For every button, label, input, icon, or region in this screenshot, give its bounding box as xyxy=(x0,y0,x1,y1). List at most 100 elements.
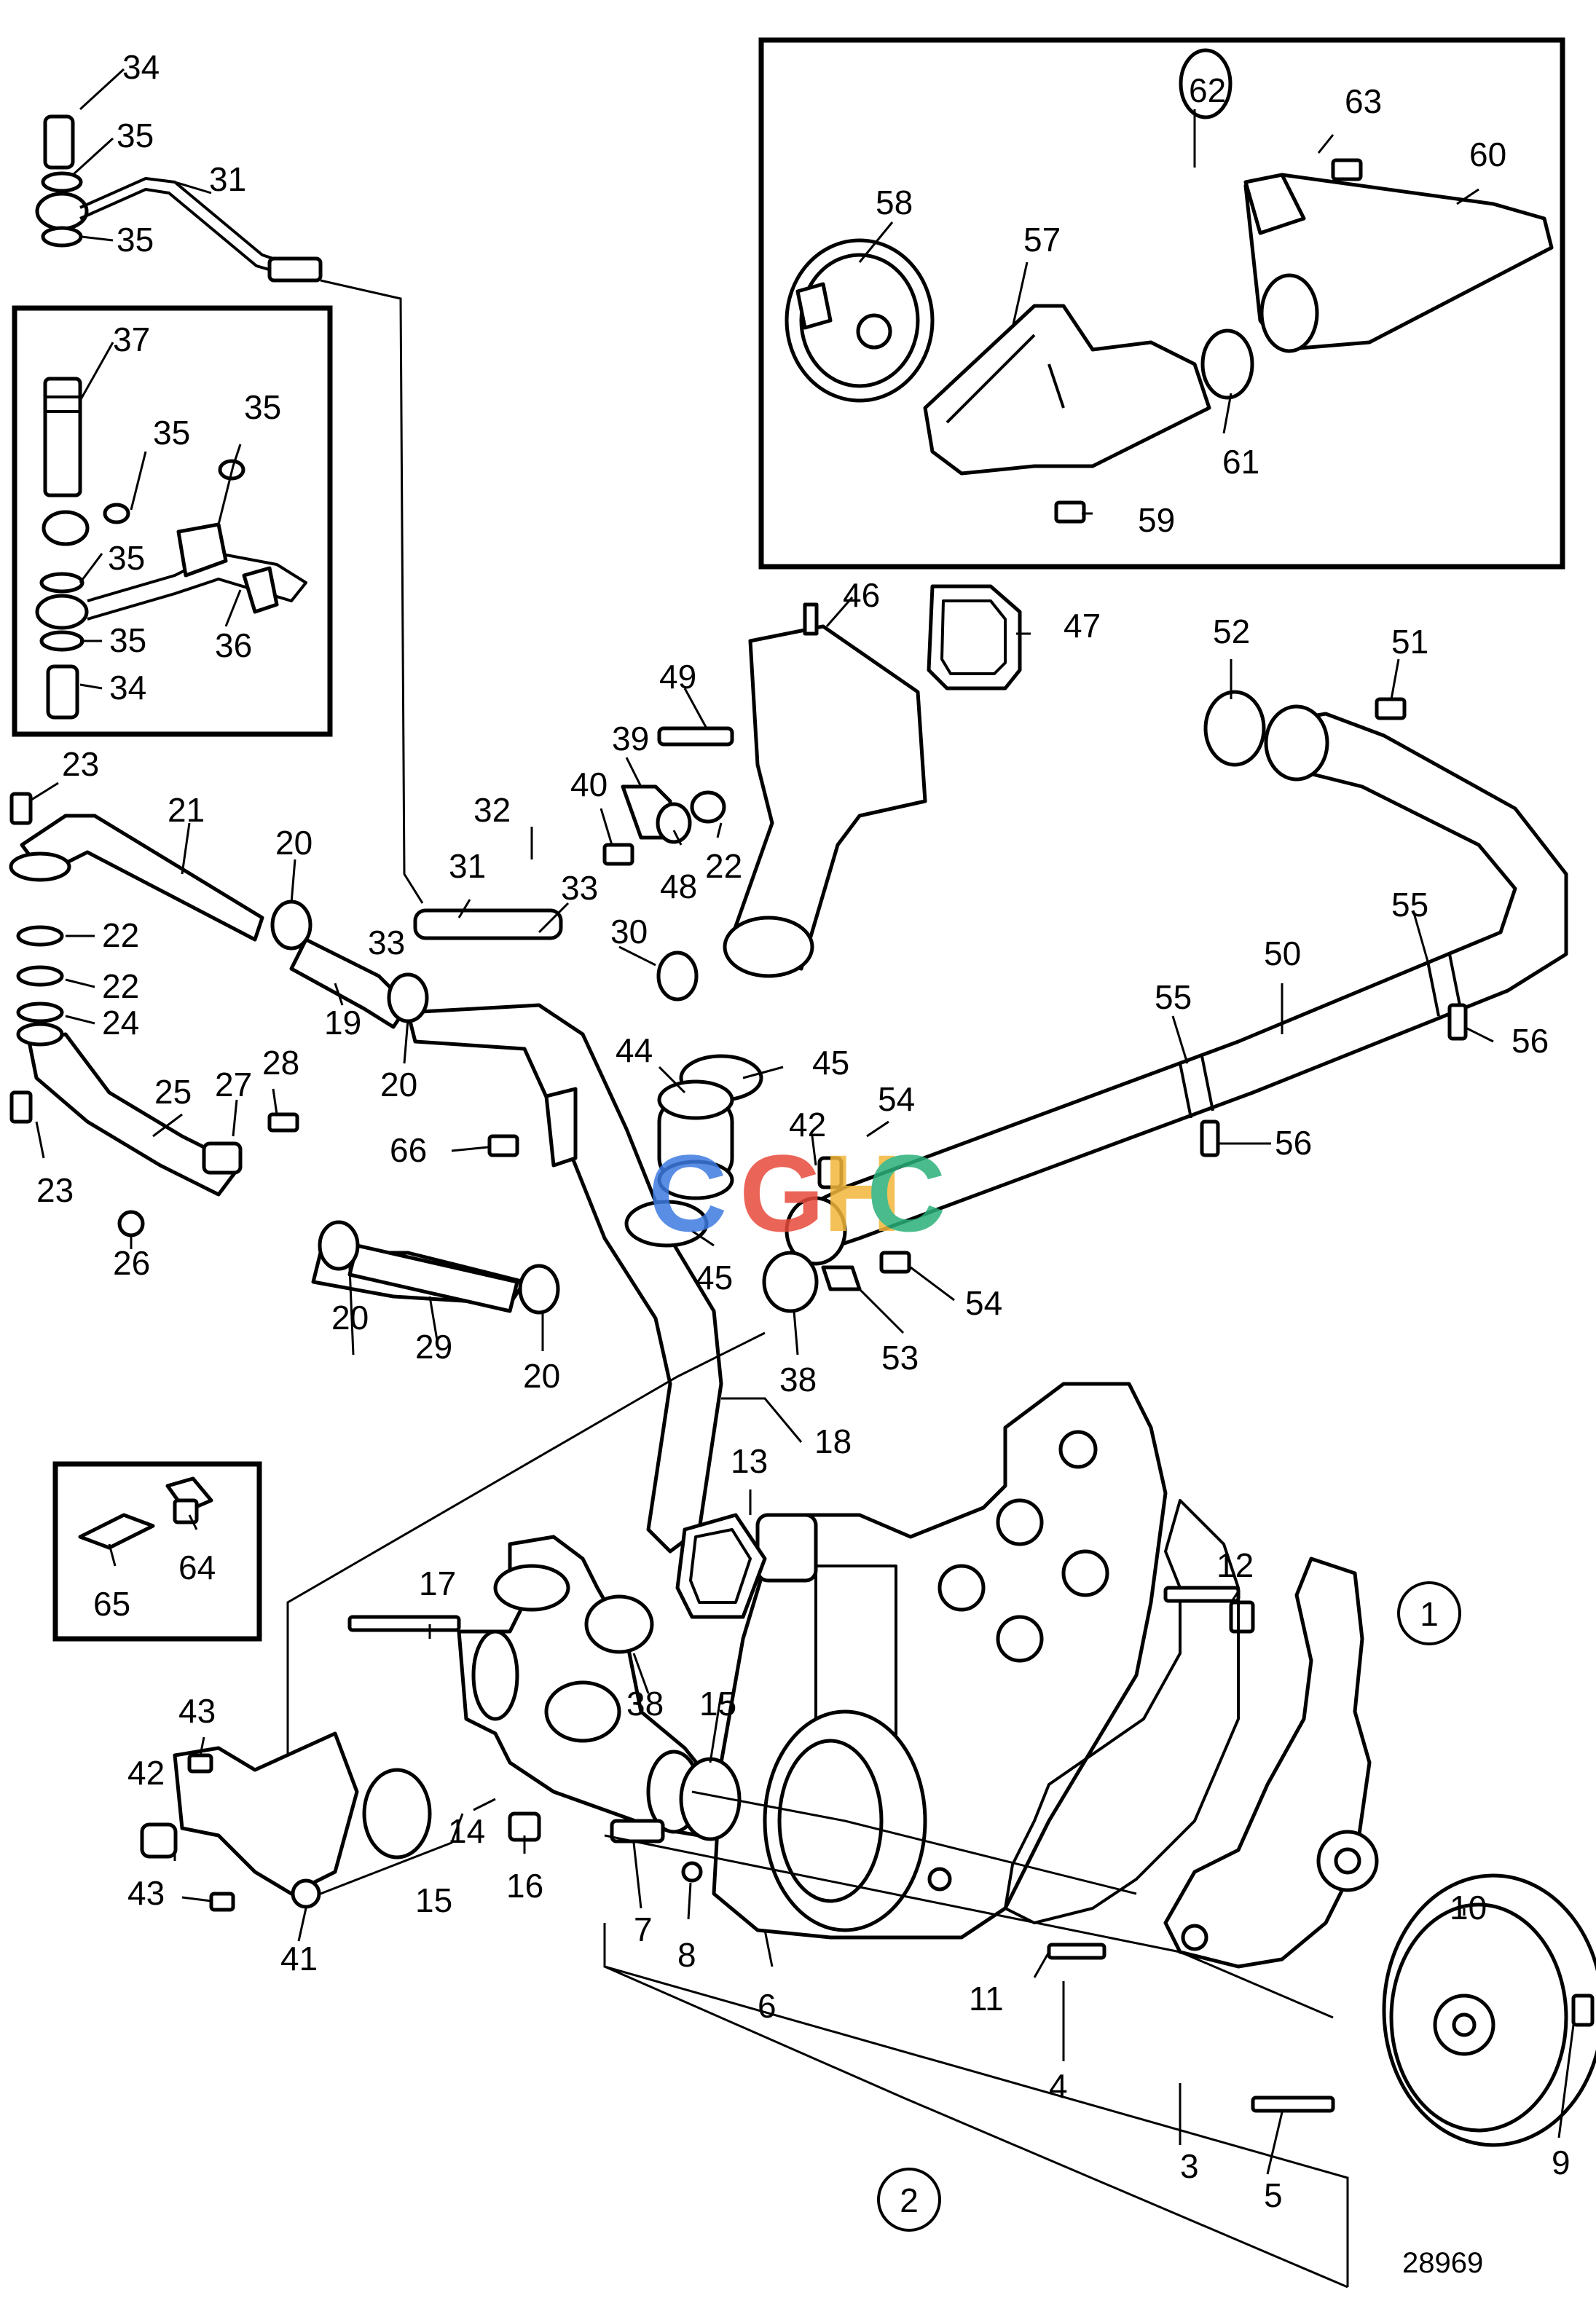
callout-35: 35 xyxy=(108,539,145,577)
callout-56: 56 xyxy=(1512,1022,1549,1060)
inset-frame-thermostat xyxy=(758,37,1565,570)
callout-60: 60 xyxy=(1469,135,1506,173)
callout-31: 31 xyxy=(449,847,486,885)
callout-9: 9 xyxy=(1552,2144,1571,2181)
callout-18: 18 xyxy=(814,1422,852,1460)
leader-lines xyxy=(28,68,1575,2289)
callout-35: 35 xyxy=(117,221,154,259)
callout-61: 61 xyxy=(1222,443,1259,481)
callout-3: 3 xyxy=(1180,2147,1199,2185)
callout-15: 15 xyxy=(415,1881,452,1919)
callout-58: 58 xyxy=(876,184,913,221)
fittings-kit xyxy=(78,1476,213,1550)
callout-37: 37 xyxy=(113,320,150,358)
watermark-letter-h: H xyxy=(823,1132,902,1254)
callout-22: 22 xyxy=(705,847,742,885)
callout-22: 22 xyxy=(102,967,139,1005)
callout-15: 15 xyxy=(699,1685,736,1723)
watermark-logo: C G H C xyxy=(648,1132,946,1254)
callout-40: 40 xyxy=(570,766,608,803)
callout-11: 11 xyxy=(969,1980,1004,2018)
callout-35: 35 xyxy=(244,388,281,426)
callout-43: 43 xyxy=(127,1874,165,1912)
svg-text:2: 2 xyxy=(900,2181,919,2219)
oil-line-kit xyxy=(35,377,307,720)
callout-42: 42 xyxy=(127,1754,165,1792)
thermostat-assembly xyxy=(785,48,1554,524)
callout-23: 23 xyxy=(62,745,99,783)
callout-32: 32 xyxy=(473,791,511,829)
callout-35: 35 xyxy=(117,117,154,154)
callout-33: 33 xyxy=(368,924,405,961)
callout-31: 31 xyxy=(209,160,246,198)
callout-8: 8 xyxy=(677,1936,696,1974)
callout-66: 66 xyxy=(390,1131,427,1169)
callout-20: 20 xyxy=(523,1357,560,1395)
callout-5: 5 xyxy=(1264,2176,1283,2214)
callout-7: 7 xyxy=(634,1910,653,1948)
callout-17: 17 xyxy=(419,1565,456,1602)
callout-4: 4 xyxy=(1049,2067,1068,2105)
callout-46: 46 xyxy=(843,576,880,614)
callout-59: 59 xyxy=(1138,501,1175,539)
callout-43: 43 xyxy=(178,1692,216,1730)
inset-frame-fittings xyxy=(52,1461,262,1642)
callout-62: 62 xyxy=(1189,71,1226,109)
callout-52: 52 xyxy=(1213,613,1250,650)
callout-55: 55 xyxy=(1391,886,1428,924)
callout-35: 35 xyxy=(109,621,146,659)
callout-53: 53 xyxy=(881,1339,919,1377)
callout-47: 47 xyxy=(1064,607,1101,645)
oil-pipe-upper xyxy=(35,114,323,283)
callout-38: 38 xyxy=(779,1361,817,1398)
watermark-letter-c: C xyxy=(648,1132,727,1254)
callout-56: 56 xyxy=(1275,1124,1312,1162)
callout-23: 23 xyxy=(36,1171,74,1209)
callout-20: 20 xyxy=(380,1066,417,1103)
callout-57: 57 xyxy=(1023,221,1061,259)
callout-38: 38 xyxy=(626,1685,664,1723)
callout-19: 19 xyxy=(324,1004,361,1042)
callout-50: 50 xyxy=(1264,934,1301,972)
callout-45: 45 xyxy=(812,1044,849,1082)
callout-24: 24 xyxy=(102,1004,139,1042)
coolant-manifold xyxy=(140,1513,767,1912)
callout-44: 44 xyxy=(616,1031,653,1069)
callout-35: 35 xyxy=(153,414,190,452)
drawing-number: 28969 xyxy=(1402,2247,1483,2279)
callout-54: 54 xyxy=(878,1080,915,1118)
callout-13: 13 xyxy=(731,1442,768,1480)
group-marker-1: 1 xyxy=(1397,1581,1461,1645)
inset-frame-oil-line xyxy=(12,305,333,737)
callout-20: 20 xyxy=(331,1299,369,1337)
callout-26: 26 xyxy=(113,1244,150,1282)
callout-22: 22 xyxy=(102,916,139,954)
callout-33: 33 xyxy=(561,869,598,907)
watermark-letter-c2: C xyxy=(867,1132,946,1254)
group-marker-2: 2 xyxy=(877,2168,941,2232)
callout-34: 34 xyxy=(122,48,160,86)
thermostat-housing xyxy=(602,584,1022,978)
callout-6: 6 xyxy=(758,1987,777,2025)
callout-29: 29 xyxy=(415,1328,452,1366)
callout-39: 39 xyxy=(612,720,649,757)
callout-42: 42 xyxy=(789,1106,826,1144)
callout-54: 54 xyxy=(965,1284,1002,1322)
callout-41: 41 xyxy=(280,1940,318,1977)
svg-text:1: 1 xyxy=(1420,1595,1439,1633)
callout-55: 55 xyxy=(1155,978,1192,1016)
callout-labels: 34 35 31 35 37 35 35 35 35 36 34 62 63 6… xyxy=(36,48,1571,2214)
watermark-letter-g: G xyxy=(739,1132,825,1254)
hose-clamps xyxy=(9,792,911,1315)
callout-65: 65 xyxy=(93,1585,130,1623)
coolant-pipe-right xyxy=(785,690,1568,1266)
callout-10: 10 xyxy=(1450,1889,1487,1927)
callout-25: 25 xyxy=(154,1073,192,1111)
callout-16: 16 xyxy=(506,1867,543,1905)
callout-28: 28 xyxy=(262,1044,299,1082)
callout-45: 45 xyxy=(696,1259,733,1296)
callout-27: 27 xyxy=(215,1066,252,1103)
water-pump xyxy=(1047,1557,1596,2147)
callout-48: 48 xyxy=(660,867,697,905)
